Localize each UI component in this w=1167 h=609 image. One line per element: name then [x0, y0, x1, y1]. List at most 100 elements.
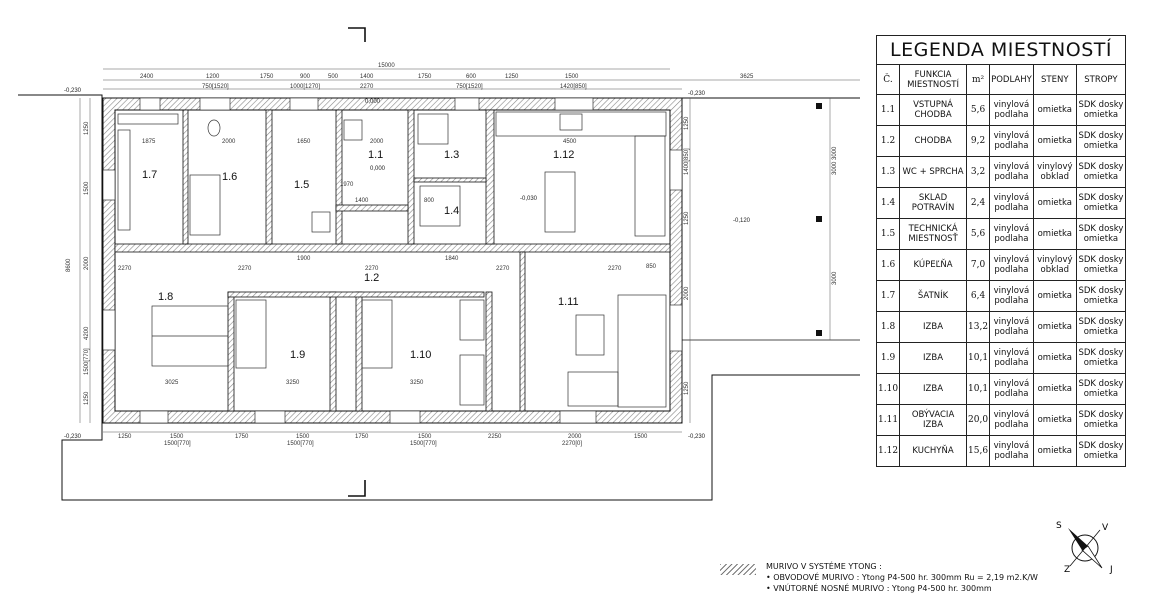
legend-cell-area: 6,4 [966, 280, 991, 312]
legend-cell-ceilings: SDK dosky omietka [1075, 156, 1127, 188]
compass-letter: V [1102, 523, 1109, 533]
dim-top-sub: 1420[850] [560, 84, 587, 90]
dim-total-top: 15000 [378, 63, 395, 69]
dim-right: 3000 [832, 271, 838, 285]
notes-title: MURIVO V SYSTÉME YTONG : [766, 562, 882, 571]
dim-right: 1400[850] [684, 148, 690, 175]
legend-cell-floors: vinylová podlaha [989, 156, 1034, 188]
room-label: 1.9 [290, 349, 305, 361]
level-mark: -0,230 [688, 91, 706, 97]
legend-cell-num: 1.4 [875, 187, 901, 219]
dim-right: 2000 [684, 286, 690, 300]
room-label: 1.3 [444, 149, 459, 161]
room-label: 1.10 [410, 349, 431, 361]
legend-cell-function: KÚPEĽŇA [899, 249, 968, 281]
level-marker-right [816, 103, 822, 336]
legend-cell-walls: omietka [1032, 342, 1077, 374]
section-mark-top [348, 27, 366, 42]
compass-letter: Z [1064, 565, 1070, 575]
dim-top: 1750 [260, 74, 274, 80]
legend-cell-floors: vinylová podlaha [989, 249, 1034, 281]
legend-cell-walls: omietka [1032, 435, 1077, 467]
legend-cell-walls: omietka [1032, 280, 1077, 312]
dim-left: 1500 [84, 181, 90, 195]
furniture [117, 111, 667, 408]
legend-cell-num: 1.2 [875, 125, 901, 157]
inner-dim: 4500 [563, 139, 577, 145]
legend-cell-ceilings: SDK dosky omietka [1075, 435, 1127, 467]
legend-cell-function: ŠATNÍK [899, 280, 968, 312]
dim-right: 1250 [684, 116, 690, 130]
terrace-outline [18, 94, 860, 501]
legend-cell-area: 3,2 [966, 156, 991, 188]
legend-cell-num: 1.3 [875, 156, 901, 188]
room-label: 1.7 [142, 169, 157, 181]
inner-dim: 2270 [118, 266, 132, 272]
legend-cell-ceilings: SDK dosky omietka [1075, 218, 1127, 250]
inner-dim: 2000 [222, 139, 236, 145]
dim-left: 1500[770] [84, 348, 90, 375]
level-mark: -0,120 [733, 218, 751, 224]
room-label: 1.2 [364, 272, 379, 284]
dim-right: 1250 [684, 381, 690, 395]
dim-bottom: 1500 [296, 434, 310, 440]
legend-cell-floors: vinylová podlaha [989, 280, 1034, 312]
legend-header-area: m² [966, 64, 991, 95]
legend-cell-ceilings: SDK dosky omietka [1075, 249, 1127, 281]
legend-cell-num: 1.10 [875, 373, 901, 405]
legend-cell-function: VSTUPNÁ CHODBA [899, 94, 968, 126]
legend-cell-ceilings: SDK dosky omietka [1075, 187, 1127, 219]
dimension-lines [79, 68, 860, 433]
level-mark: -0,230 [64, 434, 82, 440]
inner-dim: 3250 [410, 380, 424, 386]
inner-dim: 1650 [297, 139, 311, 145]
dim-top: 1400 [360, 74, 374, 80]
notes-line: • VNÚTORNÉ NOSNÉ MURIVO : Ytong P4-500 h… [766, 584, 992, 593]
legend-cell-num: 1.6 [875, 249, 901, 281]
inner-dim: 2270 [496, 266, 510, 272]
legend-cell-num: 1.5 [875, 218, 901, 250]
compass-letter: J [1109, 565, 1113, 575]
legend-cell-walls: omietka [1032, 94, 1077, 126]
inner-dim: 1400 [355, 198, 369, 204]
dim-left: 1250 [84, 121, 90, 135]
level-mark: 0,000 [365, 99, 381, 105]
legend-cell-floors: vinylová podlaha [989, 373, 1034, 405]
legend-cell-area: 5,6 [966, 94, 991, 126]
level-mark: 0,000 [370, 166, 386, 172]
legend-cell-function: IZBA [899, 342, 968, 374]
dim-bottom: 2250 [488, 434, 502, 440]
dim-top: 1500 [565, 74, 579, 80]
dim-bottom: 1250 [118, 434, 132, 440]
dim-left: 2000 [84, 256, 90, 270]
dim-bottom-sub: 1500[770] [410, 441, 437, 447]
legend-cell-ceilings: SDK dosky omietka [1075, 311, 1127, 343]
room-label: 1.4 [444, 205, 459, 217]
dim-bottom: 1750 [355, 434, 369, 440]
legend-cell-walls: omietka [1032, 218, 1077, 250]
section-mark-bottom [348, 480, 366, 497]
inner-dim: 850 [646, 264, 657, 270]
dim-bottom-sub: 1500[770] [287, 441, 314, 447]
legend-cell-walls: omietka [1032, 373, 1077, 405]
dim-top-sub: 1000[1270] [290, 84, 320, 90]
room-label: 1.5 [294, 179, 309, 191]
room-label: 1.8 [158, 291, 173, 303]
inner-dim: 2270 [608, 266, 622, 272]
legend-cell-area: 13,2 [966, 311, 991, 343]
dim-bottom: 1500 [418, 434, 432, 440]
legend-cell-function: CHODBA [899, 125, 968, 157]
legend-cell-num: 1.1 [875, 94, 901, 126]
legend-cell-floors: vinylová podlaha [989, 125, 1034, 157]
dim-top: 500 [328, 74, 339, 80]
legend-cell-ceilings: SDK dosky omietka [1075, 94, 1127, 126]
floor-plan: 1.1 1.2 1.3 1.4 1.5 1.6 1.7 1.8 1.9 1.10… [18, 27, 860, 501]
dim-right: 3000 [832, 146, 838, 160]
legend-cell-num: 1.11 [875, 404, 901, 436]
